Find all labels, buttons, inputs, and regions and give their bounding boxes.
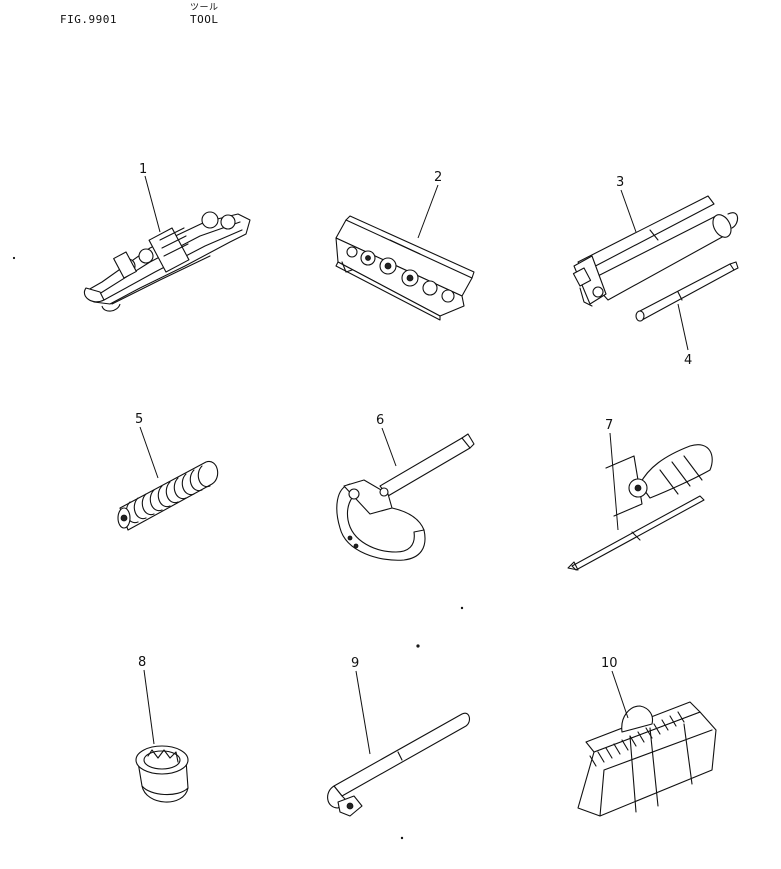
socket-case-icon[interactable] <box>335 215 475 321</box>
box-wrench-icon[interactable] <box>327 712 471 817</box>
part-number-1: 1 <box>139 162 147 177</box>
title-japanese: ツール <box>190 3 219 13</box>
title-english: TOOL <box>190 13 219 26</box>
part-number-9: 9 <box>351 656 359 671</box>
figure-number: FIG.9901 <box>60 13 117 26</box>
part-number-10: 10 <box>601 656 618 671</box>
grease-nozzle-icon[interactable] <box>635 261 739 322</box>
part-number-8: 8 <box>138 655 146 670</box>
part-number-4: 4 <box>684 353 692 368</box>
part-number-6: 6 <box>376 413 384 428</box>
spring-icon[interactable] <box>117 461 219 531</box>
part-number-5: 5 <box>135 412 143 427</box>
wrench-set-icon[interactable] <box>84 211 251 312</box>
part-number-2: 2 <box>434 170 442 185</box>
screwdriver-icon[interactable] <box>567 444 713 571</box>
part-number-7: 7 <box>605 418 613 433</box>
part-number-3: 3 <box>616 175 624 190</box>
filter-wrench-icon[interactable] <box>336 433 475 561</box>
grease-gun-icon[interactable] <box>572 195 739 307</box>
tool-bag-icon[interactable] <box>577 701 717 817</box>
socket-icon[interactable] <box>135 745 189 803</box>
